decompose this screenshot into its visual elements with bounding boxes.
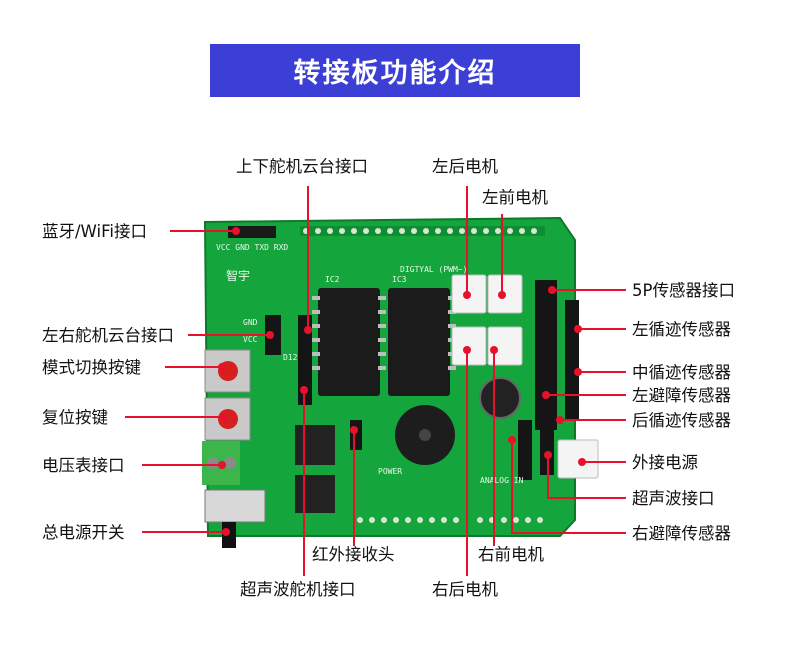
title-banner: 转接板功能介绍	[210, 44, 580, 97]
right-sensor-header	[535, 280, 557, 430]
silk-digital: DIGTYAL (PWM~)	[400, 265, 467, 274]
label-power-switch: 总电源开关	[42, 523, 125, 542]
buttons	[204, 349, 251, 441]
power-switch-body	[204, 489, 266, 523]
silk-zhiyu: 智宇	[226, 268, 250, 283]
label-sensor-5p: 5P传感器接口	[632, 281, 735, 300]
label-left-rear-motor: 左后电机	[432, 157, 498, 176]
silk-ic3: IC3	[392, 275, 407, 284]
silk-vcc: VCC	[243, 335, 258, 344]
capacitor	[479, 377, 521, 419]
label-left-track: 左循迹传感器	[632, 320, 731, 339]
silk-analog: ANALOG IN	[480, 476, 524, 485]
bluetooth-header	[228, 226, 276, 238]
leader-lines	[125, 186, 626, 576]
label-right-front-motor: 右前电机	[478, 545, 544, 564]
ic-chip-left	[312, 288, 386, 396]
label-right-rear-motor: 右后电机	[432, 580, 498, 599]
label-voltmeter: 电压表接口	[42, 456, 125, 475]
silk-bt-pins: VCC GND TXD RXD	[216, 243, 288, 252]
top-header-pins	[300, 226, 545, 236]
label-rear-track: 后循迹传感器	[632, 411, 731, 430]
leader-dots	[218, 227, 586, 536]
label-right-avoid: 右避障传感器	[632, 524, 731, 543]
label-left-avoid: 左避障传感器	[632, 386, 731, 405]
motor-connectors	[451, 274, 599, 479]
label-left-front-motor: 左前电机	[482, 188, 548, 207]
label-servo-ud: 上下舵机云台接口	[236, 157, 368, 176]
label-mode-switch: 模式切换按键	[42, 358, 141, 377]
label-servo-lr: 左右舵机云台接口	[42, 326, 174, 345]
silk-ic2: IC2	[325, 275, 340, 284]
silk-power: POWER	[378, 467, 402, 476]
silk-d12: D12	[283, 353, 298, 362]
servo-ud-header	[298, 315, 312, 405]
label-mid-track: 中循迹传感器	[632, 363, 731, 382]
label-ir-receiver: 红外接收头	[312, 545, 395, 564]
label-ext-power: 外接电源	[632, 453, 698, 472]
regulator-1	[295, 425, 335, 465]
label-bluetooth: 蓝牙/WiFi接口	[42, 222, 147, 241]
regulator-2	[295, 475, 335, 513]
label-ultrasonic: 超声波接口	[632, 489, 715, 508]
label-ultrasonic-servo: 超声波舵机接口	[240, 580, 356, 599]
ic-chip-right	[388, 288, 456, 396]
label-reset: 复位按键	[42, 408, 108, 427]
ir-receiver-header	[350, 420, 362, 450]
bottom-header-pins	[357, 517, 543, 523]
page-title: 转接板功能介绍	[293, 58, 497, 89]
silk-gnd: GND	[243, 318, 258, 327]
